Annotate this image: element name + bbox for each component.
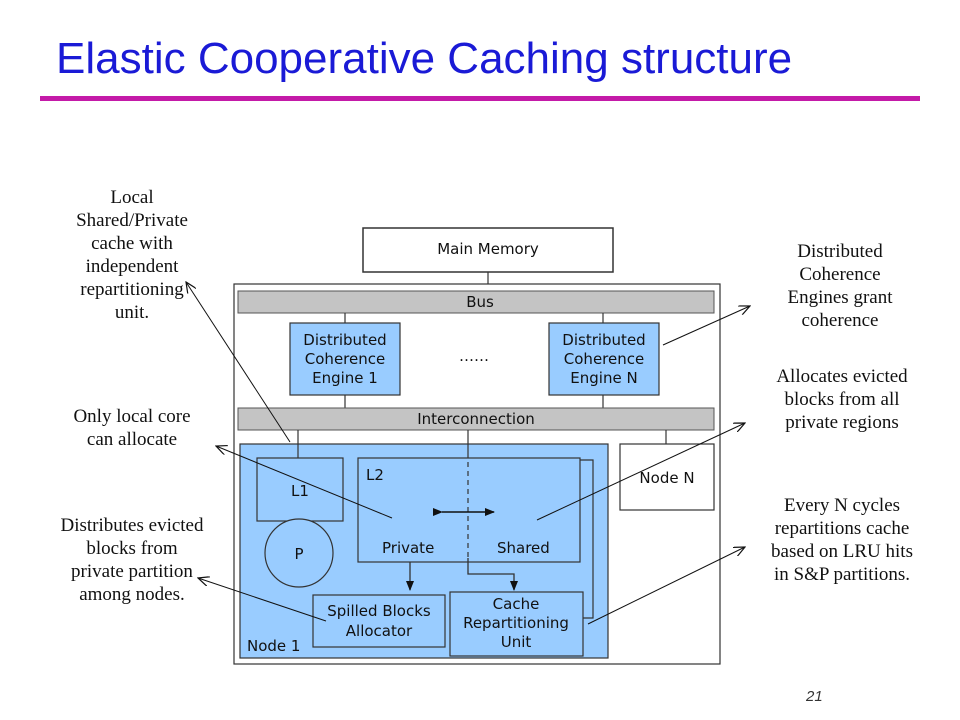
annotation-line: coherence	[801, 310, 879, 331]
slide-title: Elastic Cooperative Caching structure	[56, 34, 793, 83]
annotation-every-n: Every N cycles repartitions cache based …	[744, 494, 940, 586]
l1-label: L1	[291, 482, 309, 500]
bus-label: Bus	[466, 293, 494, 311]
ellipsis: ……	[459, 347, 489, 365]
dceN-line-3: Engine N	[570, 369, 637, 387]
dceN-line-2: Coherence	[564, 350, 644, 368]
annotation-line: blocks from	[86, 538, 178, 559]
spilled-line-1: Spilled Blocks	[327, 602, 431, 620]
dceN-line-1: Distributed	[562, 331, 645, 349]
annotation-line: blocks from all	[784, 389, 900, 410]
interconnection-box	[237, 407, 715, 431]
processor-label: P	[294, 545, 303, 563]
annotation-line: private partition	[71, 561, 193, 582]
dce1-line-3: Engine 1	[312, 369, 378, 387]
pointer-allocates	[536, 423, 745, 521]
annotation-line: Every N cycles	[783, 495, 901, 516]
annotation-line: private regions	[785, 412, 899, 433]
annotation-line: based on LRU hits	[771, 541, 913, 562]
annotation-line: in S&P partitions.	[773, 564, 910, 585]
cru-line-2: Repartitioning	[463, 614, 569, 632]
annotation-line: independent	[85, 256, 179, 277]
annotation-line: Distributes evicted	[60, 515, 204, 536]
processor-circle	[264, 518, 334, 588]
annotation-line: cache with	[91, 233, 173, 254]
annotation-line: Shared/Private	[76, 210, 188, 231]
annotation-line: can allocate	[86, 429, 178, 450]
pointer-dce-grant	[662, 306, 750, 346]
spilled-allocator-box	[312, 594, 446, 648]
cru-box	[449, 591, 584, 657]
annotation-line: Local	[110, 187, 154, 208]
annotation-allocates: Allocates evicted blocks from all privat…	[744, 365, 940, 434]
annotation-only-local: Only local core can allocate	[47, 405, 217, 451]
spilled-line-2: Allocator	[346, 622, 413, 640]
annotation-distributes: Distributes evicted blocks from private …	[34, 514, 230, 606]
annotation-line: unit.	[114, 302, 150, 323]
node1-label: Node 1	[247, 637, 300, 655]
main-memory-label: Main Memory	[437, 240, 539, 258]
dce1-line-2: Coherence	[305, 350, 385, 368]
annotation-line: among nodes.	[79, 584, 185, 605]
title-rule	[40, 96, 920, 101]
annotation-dce-grant: Distributed Coherence Engines grant cohe…	[752, 240, 928, 332]
main-memory-box	[362, 227, 614, 273]
page-number: 21	[806, 688, 823, 705]
shared-label: Shared	[497, 539, 550, 557]
nodeN-box	[619, 443, 715, 511]
cru-line-1: Cache	[493, 595, 540, 613]
annotation-line: Engines grant	[787, 287, 893, 308]
cru-l2-feedback	[580, 459, 594, 619]
annotation-line: Distributed	[797, 241, 883, 262]
annotation-line: Only local core	[73, 406, 191, 427]
l2-label: L2	[366, 466, 384, 484]
pointer-local-cache	[186, 282, 291, 443]
pointer-distributes	[198, 578, 327, 622]
annotation-local-cache: Local Shared/Private cache with independ…	[52, 186, 212, 324]
nodeN-label: Node N	[639, 469, 694, 487]
cru-line-3: Unit	[501, 633, 532, 651]
dce1-box	[289, 322, 401, 396]
pointer-only-local	[216, 446, 393, 519]
annotation-line: repartitioning	[80, 279, 184, 300]
interconnection-label: Interconnection	[417, 410, 535, 428]
l2-cru-arrow	[467, 558, 518, 591]
dce1-line-1: Distributed	[303, 331, 386, 349]
annotation-line: repartitions cache	[774, 518, 910, 539]
pointer-every-n	[587, 547, 745, 625]
private-label: Private	[382, 539, 434, 557]
bus-box	[237, 290, 715, 314]
dceN-box	[548, 322, 660, 396]
annotation-line: Coherence	[799, 264, 881, 285]
annotation-line: Allocates evicted	[776, 366, 908, 387]
